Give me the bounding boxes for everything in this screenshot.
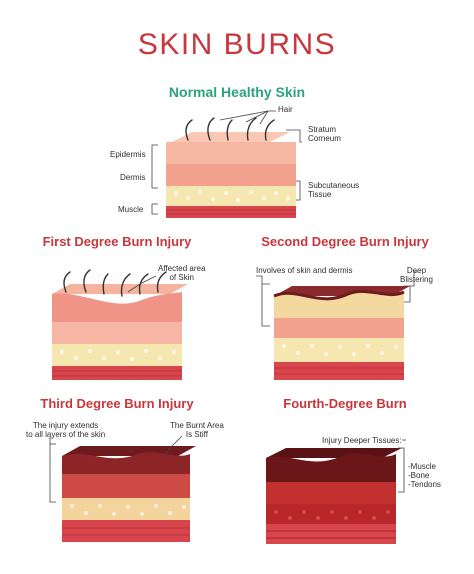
label-dermis: Dermis [120, 173, 146, 182]
label-subcutaneous: Subcutaneous Tissue [308, 181, 360, 199]
label-affected-area: Affected area of Skin [158, 264, 206, 282]
second-degree-heading: Second Degree Burn Injury [261, 234, 429, 249]
fourth-degree-heading: Fourth-Degree Burn [283, 396, 407, 411]
label-stratum-corneum: Stratum Corneum [308, 125, 341, 143]
third-degree-block [62, 446, 196, 542]
label-deeper-tissues: Injury Deeper Tissues: [322, 436, 402, 445]
label-deep-blistering: Deep Blistering [400, 266, 433, 284]
fourth-degree-block [266, 448, 402, 544]
page-title: SKIN BURNS [137, 28, 337, 61]
second-degree-block [273, 286, 410, 380]
third-degree-heading: Third Degree Burn Injury [40, 396, 194, 411]
label-muscle: Muscle [118, 205, 144, 214]
label-extends: The injury extends to all layers of the … [26, 421, 106, 439]
label-hair: Hair [278, 105, 293, 114]
normal-skin-block [166, 117, 296, 218]
first-degree-heading: First Degree Burn Injury [42, 234, 192, 249]
label-tissue-list: -Muscle -Bone -Tendons [408, 462, 441, 489]
normal-skin-heading: Normal Healthy Skin [168, 84, 306, 100]
label-involves: Involves of skin and dermis [256, 266, 353, 275]
first-degree-block [52, 269, 188, 380]
label-epidermis: Epidermis [110, 150, 146, 159]
label-stiff: The Burnt Area Is Stiff [170, 421, 224, 439]
